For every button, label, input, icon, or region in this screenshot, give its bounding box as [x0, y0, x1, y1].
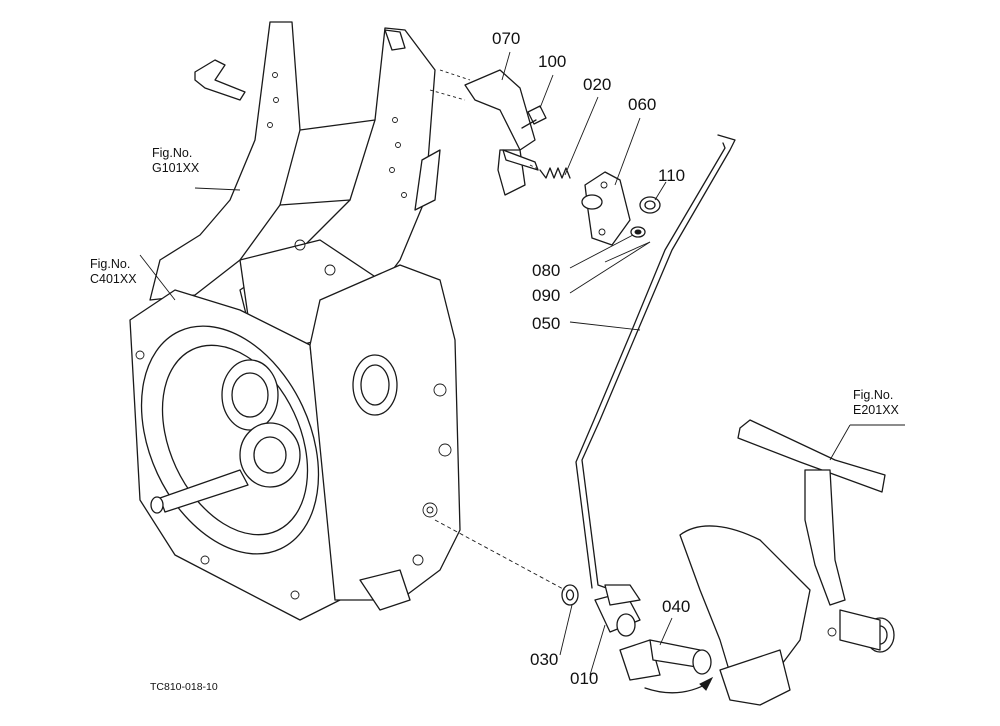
part-label-080: 080 [532, 261, 561, 280]
fig-ref-c401-line1: Fig.No. [90, 257, 131, 271]
part-label-030: 030 [530, 650, 559, 669]
washer-080 [630, 226, 646, 238]
part-label-060: 060 [628, 95, 657, 114]
part-label-040: 040 [662, 597, 691, 616]
part-label-090: 090 [532, 286, 561, 305]
fig-ref-c401: Fig.No. C401XX [90, 257, 137, 287]
leader-lines [139, 51, 905, 676]
fig-ref-c401-line2: C401XX [90, 272, 137, 286]
part-label-020: 020 [583, 75, 612, 94]
pin-040 [649, 639, 712, 675]
part-label-110: 110 [658, 166, 686, 185]
spring-020 [529, 164, 571, 179]
pedal-assembly [679, 419, 895, 706]
fig-ref-e201: Fig.No. E201XX [853, 388, 899, 418]
shaft-010 [594, 584, 661, 681]
fig-ref-g101: Fig.No. G101XX [152, 146, 199, 176]
assembly-line [434, 519, 566, 591]
cap-110 [639, 196, 661, 214]
fig-ref-g101-line2: G101XX [152, 161, 200, 175]
rotation-arrowhead [699, 676, 714, 691]
bolt-100 [521, 105, 547, 129]
drawing-code: TC810-018-10 [150, 681, 218, 693]
bracket-070 [429, 69, 539, 196]
fig-ref-e201-line1: Fig.No. [853, 388, 894, 402]
part-label-050: 050 [532, 314, 561, 333]
fig-ref-e201-line2: E201XX [853, 403, 899, 417]
part-label-070: 070 [492, 29, 521, 48]
fig-ref-g101-line1: Fig.No. [152, 146, 193, 160]
transmission-housing [129, 264, 461, 621]
part-label-100: 100 [538, 52, 567, 71]
washer-030 [561, 584, 579, 606]
pin-090 [604, 241, 651, 263]
lever-060 [581, 171, 631, 246]
part-label-010: 010 [570, 669, 599, 688]
frame-assembly [149, 21, 441, 346]
